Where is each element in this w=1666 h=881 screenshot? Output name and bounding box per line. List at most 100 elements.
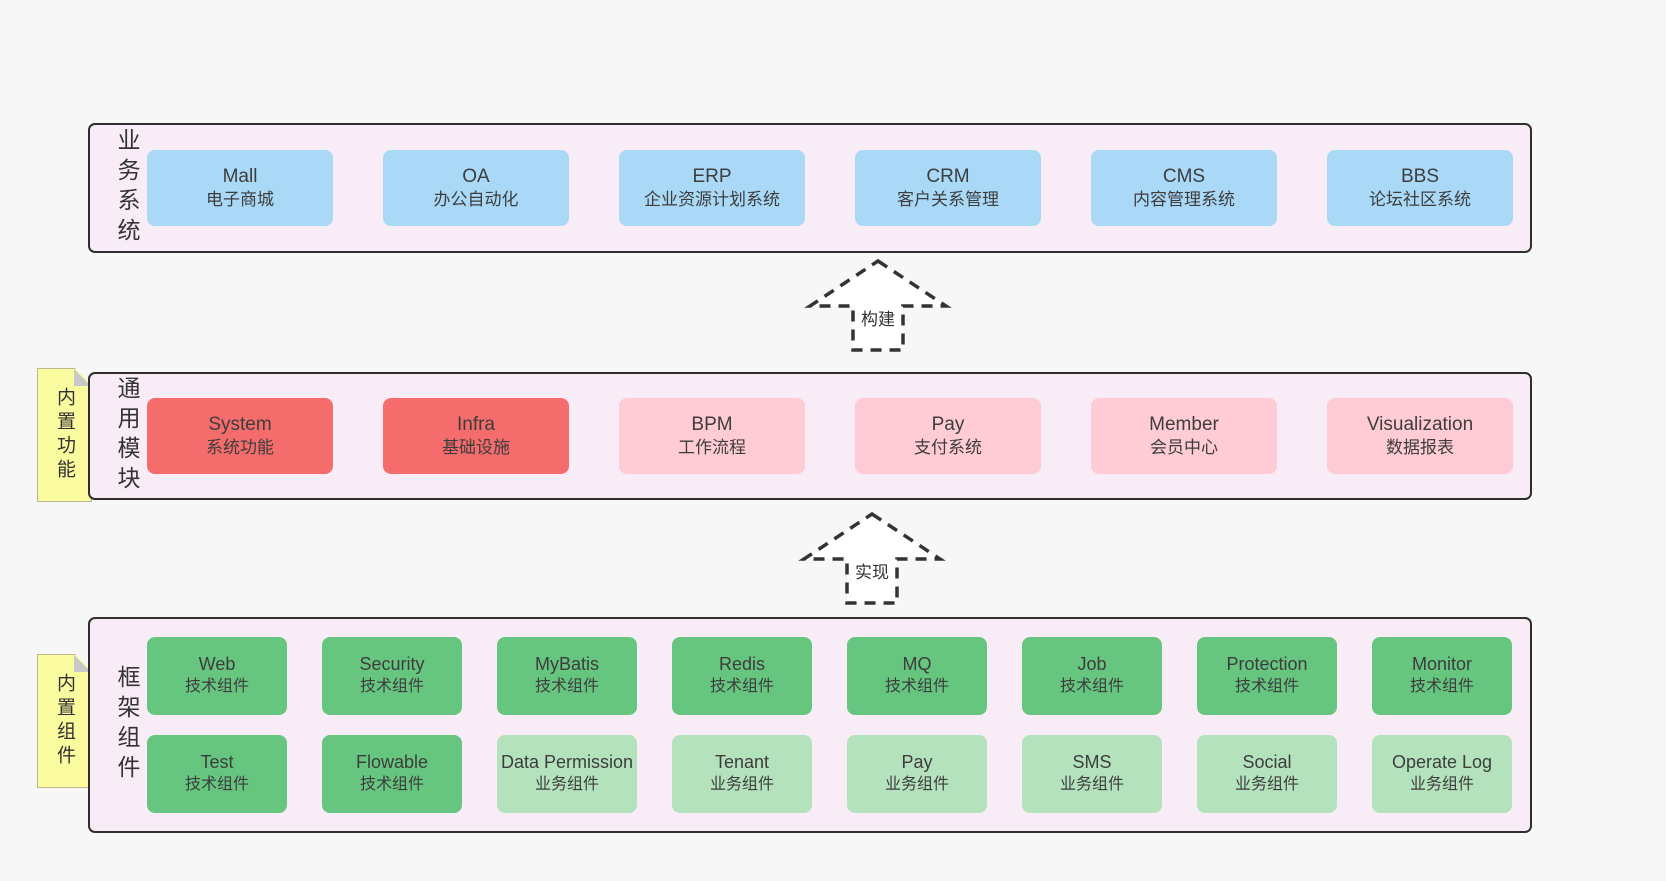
- module-name: OA: [462, 165, 490, 187]
- module-name: Tenant: [714, 752, 770, 773]
- module-name: Flowable: [355, 752, 429, 773]
- module-name: Social: [1242, 752, 1292, 773]
- module-name: Visualization: [1366, 413, 1474, 435]
- module-name: MyBatis: [534, 654, 599, 675]
- module-box-infra: Infra 基础设施: [383, 398, 569, 474]
- module-description: 办公自动化: [433, 190, 519, 210]
- sticky-note-builtin-components: 内置组件: [37, 654, 92, 788]
- module-box-security: Security 技术组件: [322, 637, 462, 715]
- module-box-mq: MQ 技术组件: [847, 637, 987, 715]
- module-name: BPM: [691, 413, 733, 435]
- module-description: 技术组件: [359, 776, 424, 793]
- module-name: MQ: [902, 654, 932, 675]
- module-description: 技术组件: [1059, 678, 1124, 695]
- module-description: 客户关系管理: [897, 190, 999, 210]
- module-box-crm: CRM 客户关系管理: [855, 150, 1041, 226]
- module-description: 技术组件: [184, 776, 249, 793]
- module-name: SMS: [1072, 752, 1112, 773]
- module-box-pay: Pay 业务组件: [847, 735, 987, 813]
- module-box-erp: ERP 企业资源计划系统: [619, 150, 805, 226]
- sticky-note-text: 内置功能: [54, 387, 75, 483]
- module-description: 会员中心: [1150, 438, 1218, 458]
- module-description: 企业资源计划系统: [644, 190, 780, 210]
- module-name: ERP: [692, 165, 732, 187]
- module-description: 业务组件: [709, 776, 774, 793]
- band-body: Mall 电子商城 OA 办公自动化 ERP 企业资源计划系统 CRM 客户关系管理 CMS 内容…: [147, 150, 1513, 226]
- module-description: 技术组件: [359, 678, 424, 695]
- band-label: 框架组件: [114, 665, 140, 785]
- module-description: 基础设施: [442, 438, 510, 458]
- sticky-note-builtin-features: 内置功能: [37, 368, 92, 502]
- module-box-bpm: BPM 工作流程: [619, 398, 805, 474]
- module-name: Protection: [1226, 654, 1308, 675]
- module-name: Pay: [901, 752, 933, 773]
- module-description: 业务组件: [1059, 776, 1124, 793]
- module-box-monitor: Monitor 技术组件: [1372, 637, 1512, 715]
- band-framework-components: 框架组件 Web 技术组件 Security 技术组件 MyBatis 技术组件 Redis…: [88, 617, 1532, 833]
- band-business-systems: 业务系统 Mall 电子商城 OA 办公自动化 ERP 企业资源计划系统 CRM 客户关系管理…: [88, 123, 1532, 253]
- module-box-operate-log: Operate Log 业务组件: [1372, 735, 1512, 813]
- module-box-mybatis: MyBatis 技术组件: [497, 637, 637, 715]
- module-box-test: Test 技术组件: [147, 735, 287, 813]
- module-box-mall: Mall 电子商城: [147, 150, 333, 226]
- module-box-cms: CMS 内容管理系统: [1091, 150, 1277, 226]
- module-name: Redis: [718, 654, 766, 675]
- module-description: 业务组件: [1234, 776, 1299, 793]
- module-name: Infra: [456, 413, 496, 435]
- module-box-oa: OA 办公自动化: [383, 150, 569, 226]
- module-description: 技术组件: [184, 678, 249, 695]
- module-description: 业务组件: [1409, 776, 1474, 793]
- module-name: CRM: [926, 165, 970, 187]
- module-description: 技术组件: [1409, 678, 1474, 695]
- module-description: 支付系统: [914, 438, 982, 458]
- module-box-data-permission: Data Permission 业务组件: [497, 735, 637, 813]
- module-name: Job: [1077, 654, 1107, 675]
- module-description: 工作流程: [678, 438, 746, 458]
- module-name: Monitor: [1411, 654, 1473, 675]
- arrow-up-build: 构建: [798, 258, 958, 353]
- module-name: Data Permission: [500, 752, 634, 773]
- module-name: Mall: [222, 165, 258, 187]
- module-name: System: [208, 413, 272, 435]
- module-name: Security: [359, 654, 425, 675]
- band-label: 业务系统: [114, 128, 140, 248]
- module-description: 业务组件: [884, 776, 949, 793]
- sticky-note-text: 内置组件: [54, 673, 75, 769]
- arrow-label: 构建: [856, 304, 900, 331]
- module-name: Web: [198, 654, 236, 675]
- module-description: 业务组件: [534, 776, 599, 793]
- module-description: 论坛社区系统: [1369, 190, 1471, 210]
- module-name: Test: [200, 752, 234, 773]
- module-box-pay: Pay 支付系统: [855, 398, 1041, 474]
- module-row: Mall 电子商城 OA 办公自动化 ERP 企业资源计划系统 CRM 客户关系管理 CMS 内容…: [147, 150, 1513, 226]
- module-name: CMS: [1162, 165, 1206, 187]
- module-description: 技术组件: [534, 678, 599, 695]
- module-box-social: Social 业务组件: [1197, 735, 1337, 813]
- module-box-bbs: BBS 论坛社区系统: [1327, 150, 1513, 226]
- arrow-label: 实现: [850, 557, 894, 584]
- module-box-tenant: Tenant 业务组件: [672, 735, 812, 813]
- module-name: Operate Log: [1391, 752, 1493, 773]
- module-name: Pay: [931, 413, 965, 435]
- module-description: 技术组件: [709, 678, 774, 695]
- module-description: 内容管理系统: [1133, 190, 1235, 210]
- module-name: BBS: [1400, 165, 1440, 187]
- module-box-protection: Protection 技术组件: [1197, 637, 1337, 715]
- module-box-job: Job 技术组件: [1022, 637, 1162, 715]
- module-name: Member: [1149, 413, 1219, 435]
- module-description: 电子商城: [206, 190, 274, 210]
- module-box-sms: SMS 业务组件: [1022, 735, 1162, 813]
- module-description: 技术组件: [1234, 678, 1299, 695]
- module-box-member: Member 会员中心: [1091, 398, 1277, 474]
- module-description: 数据报表: [1386, 438, 1454, 458]
- arrow-up-implement: 实现: [792, 511, 952, 606]
- module-box-flowable: Flowable 技术组件: [322, 735, 462, 813]
- band-label: 通用模块: [114, 376, 140, 496]
- module-box-visualization: Visualization 数据报表: [1327, 398, 1513, 474]
- module-description: 技术组件: [884, 678, 949, 695]
